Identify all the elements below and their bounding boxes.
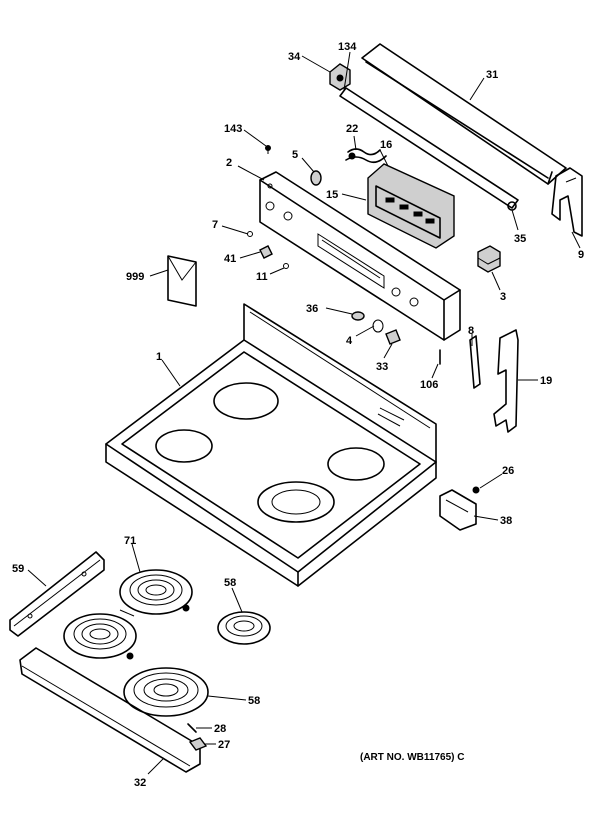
literature-999 (167, 255, 197, 307)
callout-19: 19 (540, 375, 552, 387)
callout-3: 3 (500, 291, 506, 303)
trim-bar-31 (361, 43, 567, 185)
small-hardware (247, 231, 289, 269)
leader-lines (27, 51, 581, 775)
callout-59: 59 (12, 563, 24, 575)
callout-41: 41 (224, 253, 236, 265)
knobs (351, 311, 401, 345)
callout-5: 5 (292, 149, 298, 161)
art-number: (ART NO. WB11765) C (360, 752, 464, 763)
callout-11: 11 (256, 271, 268, 283)
callout-999: 999 (126, 271, 144, 283)
callout-31: 31 (486, 69, 498, 81)
control-panel-2 (259, 171, 461, 341)
drawer-handle-38 (439, 486, 480, 531)
callout-22: 22 (346, 123, 358, 135)
screw-143 (265, 145, 271, 154)
callout-134: 134 (338, 41, 357, 53)
callout-106: 106 (420, 379, 438, 391)
callout-34: 34 (288, 51, 301, 63)
callout-26: 26 (502, 465, 514, 477)
callout-38: 38 (500, 515, 512, 527)
callout-9: 9 (578, 249, 584, 261)
callout-4: 4 (346, 335, 353, 347)
control-board-16 (367, 163, 455, 249)
rail-59 (9, 551, 105, 637)
callout-33: 33 (376, 361, 388, 373)
callout-58-top: 58 (224, 577, 236, 589)
callout-28: 28 (214, 723, 226, 735)
strip-134 (339, 87, 519, 209)
callout-36: 36 (306, 303, 318, 315)
callout-1: 1 (156, 351, 162, 363)
element-pair-71 (63, 569, 193, 660)
switch-3 (477, 245, 501, 273)
callout-labels: 34 134 31 143 22 16 5 2 15 35 9 7 41 11 … (12, 41, 584, 789)
side-bracket-19 (469, 329, 519, 433)
rail-32 (19, 647, 201, 773)
callout-7: 7 (212, 219, 218, 231)
callout-35: 35 (514, 233, 526, 245)
callout-58-bottom: 58 (248, 695, 260, 707)
callout-143: 143 (224, 123, 242, 135)
callout-27: 27 (218, 739, 230, 751)
callout-32: 32 (134, 777, 146, 789)
callout-15: 15 (326, 189, 338, 201)
callout-16: 16 (380, 139, 392, 151)
callout-71: 71 (124, 535, 136, 547)
wire-harness-22 (345, 148, 387, 164)
callout-8: 8 (468, 325, 474, 337)
hardware-27-28 (187, 723, 208, 751)
callout-2: 2 (226, 157, 232, 169)
element-58-single (217, 611, 271, 645)
clip-5 (310, 170, 322, 186)
cooktop-1 (105, 303, 437, 587)
end-bracket-9 (551, 167, 583, 237)
element-58-large (123, 667, 209, 717)
end-cap-35 (507, 201, 517, 211)
